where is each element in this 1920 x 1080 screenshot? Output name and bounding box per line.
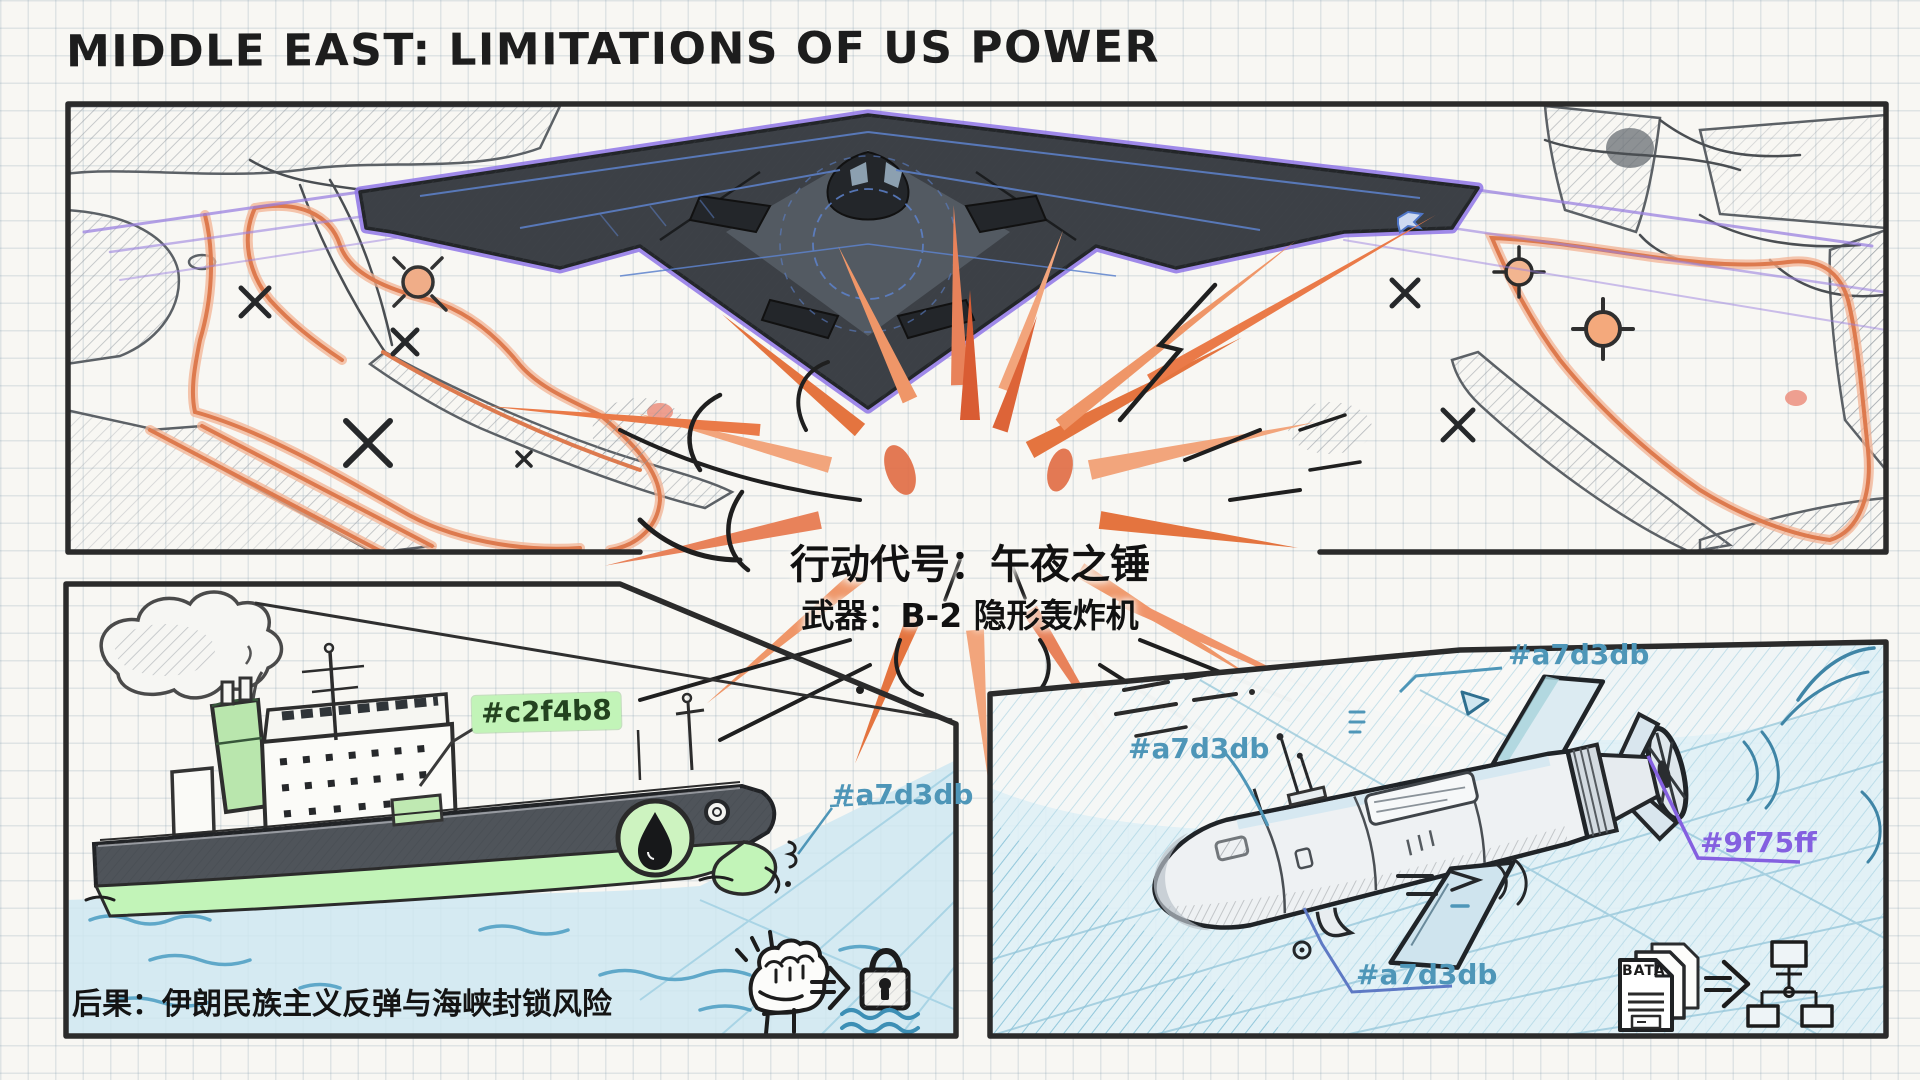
right-panel-frame xyxy=(987,639,1889,1039)
callout-line-green xyxy=(418,724,479,787)
double-arrow-icon xyxy=(810,965,851,1011)
country-borders-orange xyxy=(145,200,1874,552)
double-arrow-icon xyxy=(1704,959,1751,1009)
small-plane-doodle xyxy=(1397,210,1425,234)
page-title: MIDDLE EAST: LIMITATIONS OF US POWER xyxy=(65,21,1161,78)
consequence-label: 后果：伊朗民族主义反弹与海峡封锁风险 xyxy=(72,987,612,1022)
swoosh-arcs xyxy=(1742,646,1882,864)
operation-codename-label: 行动代号：午夜之锤 xyxy=(790,542,1150,588)
arrow-doodle xyxy=(1460,690,1490,716)
sonar-doodle xyxy=(1396,856,1528,908)
document-stack-label: BATA xyxy=(1622,963,1666,979)
drone-panel-interior xyxy=(990,642,1886,1036)
water-color-swatch-label: #a7d3db xyxy=(832,778,974,811)
callout-line-blue xyxy=(796,807,834,855)
gauge-doodle xyxy=(1348,710,1366,734)
water-waves-icon xyxy=(840,1008,920,1034)
torpedo-drone-sketch xyxy=(1152,674,1689,970)
drone-color-swatch-label-top: #a7d3db xyxy=(1508,638,1650,671)
middle-east-map-sketch xyxy=(68,104,1886,552)
hull-color-swatch-label: #c2f4b8 xyxy=(471,692,622,733)
blueprint-construction-lines xyxy=(82,188,1886,331)
porthole xyxy=(704,799,730,825)
x-strike-marks xyxy=(238,277,1476,468)
emitter-doodle xyxy=(1292,940,1312,960)
network-diagram-icon xyxy=(1746,940,1834,1028)
tanker-panel-interior xyxy=(66,590,956,1036)
drone-color-swatch-label-left: #a7d3db xyxy=(1128,732,1270,765)
drone-color-swatch-label-bottom: #a7d3db xyxy=(1356,958,1498,991)
weapon-label: 武器：B-2 隐形轰炸机 xyxy=(801,596,1139,635)
bow-splash xyxy=(84,840,798,902)
left-panel-frame xyxy=(63,581,959,1039)
funnel xyxy=(209,697,271,815)
crosshair-target-icon xyxy=(1492,245,1546,299)
accent-color-swatch-label: #9f75ff xyxy=(1700,826,1817,859)
crosshair-target-icon xyxy=(1571,297,1635,361)
data-documents-icon xyxy=(1618,942,1700,1032)
callout-lines xyxy=(1224,666,1801,994)
fist-icon xyxy=(735,930,830,1036)
oil-drop-emblem xyxy=(615,798,695,878)
callout-underline-blue xyxy=(829,798,927,808)
crosshair-target-icon xyxy=(392,256,448,312)
blueprint-lines xyxy=(419,131,1421,333)
oil-tanker-sketch xyxy=(84,590,798,918)
lake-blob xyxy=(1606,128,1654,168)
stray-ray-line xyxy=(254,601,953,722)
b2-bomber-sketch xyxy=(82,109,1886,414)
bow-bulb xyxy=(711,840,778,896)
padlock-icon xyxy=(859,948,911,1011)
top-panel-frame xyxy=(65,101,1889,555)
sea-water xyxy=(66,760,956,1036)
